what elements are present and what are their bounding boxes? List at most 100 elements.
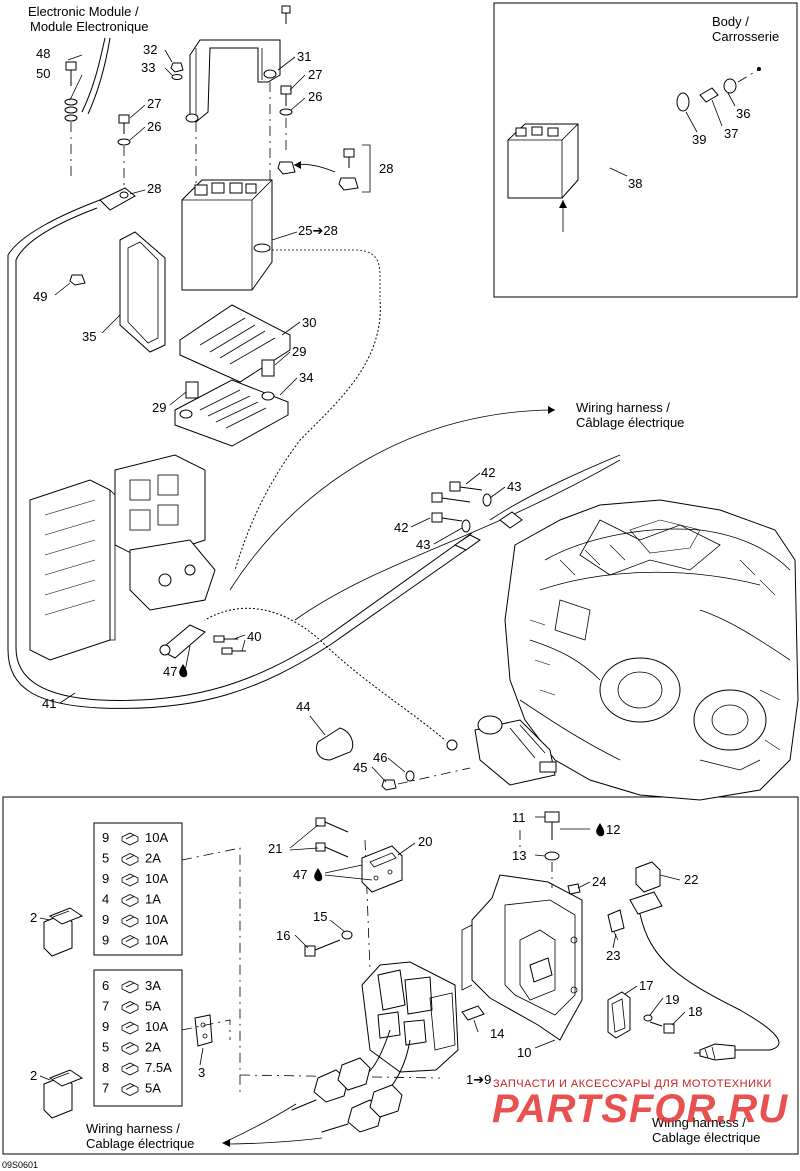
fuse-icon [121, 894, 139, 907]
label-module: Electronic Module / Module Electronique [28, 4, 149, 34]
fuse-rating: 10A [145, 1019, 168, 1034]
callout: 3 [198, 1065, 205, 1080]
adhesive-drop-icon [314, 868, 323, 882]
harness-top-line1: Wiring harness / [576, 400, 670, 415]
fuse-rating: 10A [145, 830, 168, 845]
callout: 35 [82, 329, 96, 344]
bolt-top [281, 5, 291, 24]
screw-16-washer-15 [304, 930, 353, 957]
label-harness-top: Wiring harness / Câblage électrique [576, 400, 684, 430]
nut-49 [69, 274, 86, 286]
sensor-22 [629, 861, 780, 1061]
callout: 29 [292, 344, 306, 359]
callout: 42 [394, 520, 408, 535]
fuse-rating: 3A [145, 978, 161, 993]
fuse-rating: 10A [145, 912, 168, 927]
callout: 12 [606, 822, 620, 837]
terminal-40-47 [159, 624, 246, 659]
harness-br-line2: Cablage électrique [652, 1130, 760, 1145]
positive-cable [233, 299, 383, 571]
harness-bl-line2: Cablage électrique [86, 1136, 194, 1151]
harness-bl-line1: Wiring harness / [86, 1121, 180, 1136]
leader-lines [39, 49, 736, 1081]
callout: 11 [512, 810, 526, 825]
fuse-icon [121, 935, 139, 948]
fuse-rating: 2A [145, 1040, 161, 1055]
callout: 29 [152, 400, 166, 415]
fuse-icon [121, 1021, 139, 1035]
nut-24 [567, 883, 581, 895]
label-harness-bottom-right: Wiring harness / Cablage électrique [652, 1115, 760, 1145]
fuse-holder-2-b [43, 1069, 84, 1119]
callouts-bottom: 11 12 13 24 22 21 20 47 15 16 23 17 19 1… [30, 810, 702, 1087]
fuse-holder-2-a [43, 907, 84, 957]
sensor-17 [607, 991, 675, 1039]
callout: 1➔9 [466, 1072, 491, 1087]
watermark-tagline: ЗАПЧАСТИ И АКСЕССУАРЫ ДЛЯ МОТОТЕХНИКИ [493, 1078, 772, 1090]
cable-clamp-28 [99, 187, 136, 211]
fuse-icon [121, 1062, 139, 1076]
callout: 47 [163, 664, 177, 679]
callout: 40 [247, 629, 261, 644]
callout: 48 [36, 46, 50, 61]
fuse-rating: 2A [145, 851, 161, 866]
callout: 38 [628, 176, 642, 191]
callout: 25➔28 [298, 223, 338, 238]
battery-bracket-31 [185, 39, 281, 190]
ground-cable-41 [7, 199, 481, 709]
callout: 33 [141, 60, 155, 75]
terminal-cap-44 [316, 727, 354, 761]
callout: 43 [507, 479, 521, 494]
screws-21 [315, 817, 349, 858]
fuse-position: 9 [102, 912, 109, 927]
body-label-line1: Body / [712, 14, 749, 29]
watermark-logo: ЗАПЧАСТИ И АКСЕССУАРЫ ДЛЯ МОТОТЕХНИКИ PA… [492, 1078, 787, 1131]
fuse-icon [121, 853, 139, 866]
fuse-position: 6 [102, 978, 109, 993]
bolts-42-43 [431, 481, 523, 551]
callout: 39 [692, 132, 706, 147]
harness-top-line2: Câblage électrique [576, 415, 684, 430]
callout: 23 [606, 948, 620, 963]
callout: 15 [313, 909, 327, 924]
callout: 18 [688, 1004, 702, 1019]
connector-23 [607, 909, 625, 941]
electronic-module [361, 961, 459, 1073]
starter-motor [474, 715, 557, 786]
body-label-line2: Carrosserie [712, 29, 779, 44]
callout: 22 [684, 872, 698, 887]
callout: 14 [490, 1026, 504, 1041]
fuse-position: 9 [102, 871, 109, 886]
callout: 28 [147, 181, 161, 196]
negative-cable [204, 606, 458, 751]
callout: 27 [147, 96, 161, 111]
fuse-position: 9 [102, 830, 109, 845]
inset-vent-tube-38 [554, 67, 761, 280]
callout: 19 [665, 992, 679, 1007]
fuse-rating: 10A [145, 933, 168, 948]
fuse-icons-1 [121, 832, 139, 948]
callout: 31 [297, 49, 311, 64]
fuse-icon [121, 873, 139, 887]
fuse-position: 4 [102, 892, 109, 907]
callout: 17 [639, 978, 653, 993]
fuse-icons-2 [121, 980, 139, 1096]
callout: 37 [724, 126, 738, 141]
screw-27-26-right [277, 85, 296, 175]
label-harness-bottom-left: Wiring harness / Cablage électrique [86, 1121, 194, 1151]
vent-hose [268, 249, 381, 300]
callout: 44 [296, 699, 310, 714]
callout: 49 [33, 289, 47, 304]
callout: 27 [308, 67, 322, 82]
mounting-bracket-10 [461, 874, 583, 1041]
fuse-position: 7 [102, 1081, 109, 1096]
callout: 13 [512, 848, 526, 863]
callout: 42 [481, 465, 495, 480]
fuse-icon [121, 1083, 139, 1096]
figure-code: 09S0601 [2, 1160, 38, 1170]
callouts-top: 48 50 32 33 31 27 26 27 26 28 28 49 25➔2… [33, 42, 750, 775]
callout: 20 [418, 834, 432, 849]
spacers-29 [185, 359, 275, 399]
fuse-icon [121, 832, 139, 846]
